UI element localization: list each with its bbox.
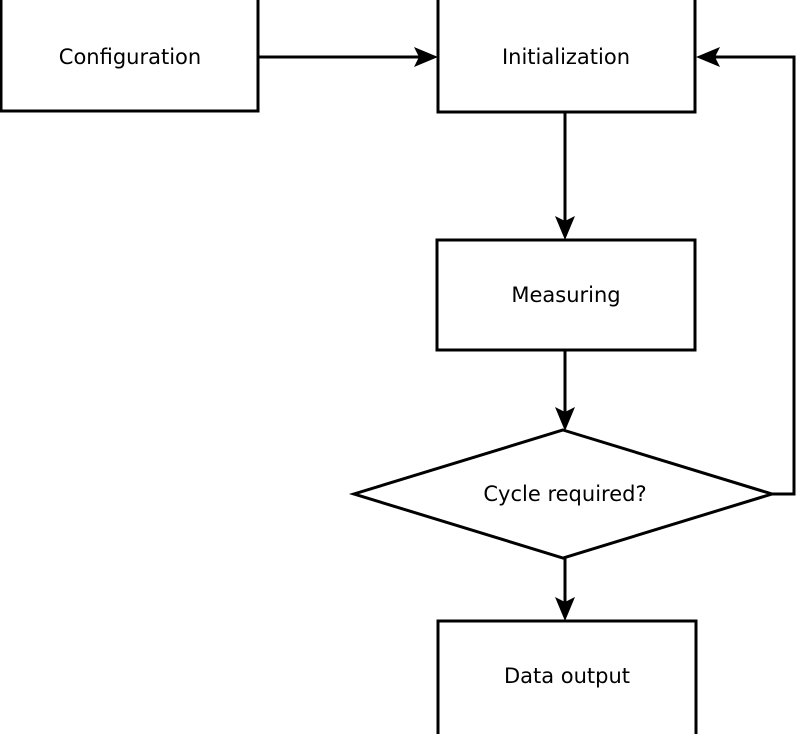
edge-cycle-required-to-data-output [555, 558, 575, 621]
node-data-output-shape[interactable] [436, 619, 698, 734]
edge-initialization-to-measuring [555, 112, 575, 240]
node-measuring-shape[interactable] [435, 238, 697, 352]
edge-measuring-to-cycle-required [555, 350, 575, 431]
arrowhead-left-icon [696, 47, 720, 67]
node-cycle-required-label: Cycle required? [483, 482, 646, 506]
node-cycle-required-shape[interactable] [348, 428, 778, 560]
arrowhead-down-icon [555, 597, 575, 621]
node-configuration-shape[interactable] [0, 0, 260, 113]
edge-line-cycle-initialization-loop [710, 55, 796, 496]
node-initialization-shape[interactable] [436, 0, 697, 114]
node-initialization[interactable]: Initialization [436, 0, 697, 114]
edge-cycle-required-to-initialization-loop [696, 47, 796, 496]
node-data-output[interactable]: Data output [436, 619, 698, 734]
node-initialization-label: Initialization [502, 45, 630, 69]
arrowhead-down-icon [555, 216, 575, 240]
node-configuration-label: Configuration [59, 45, 201, 69]
node-configuration[interactable]: Configuration [0, 0, 260, 113]
arrowhead-right-icon [414, 47, 438, 67]
edge-configuration-to-initialization [258, 47, 438, 67]
node-measuring[interactable]: Measuring [435, 238, 697, 352]
node-measuring-label: Measuring [511, 283, 620, 307]
node-data-output-label: Data output [504, 664, 630, 688]
arrowhead-down-icon [555, 407, 575, 431]
node-cycle-required[interactable]: Cycle required? [348, 428, 778, 560]
